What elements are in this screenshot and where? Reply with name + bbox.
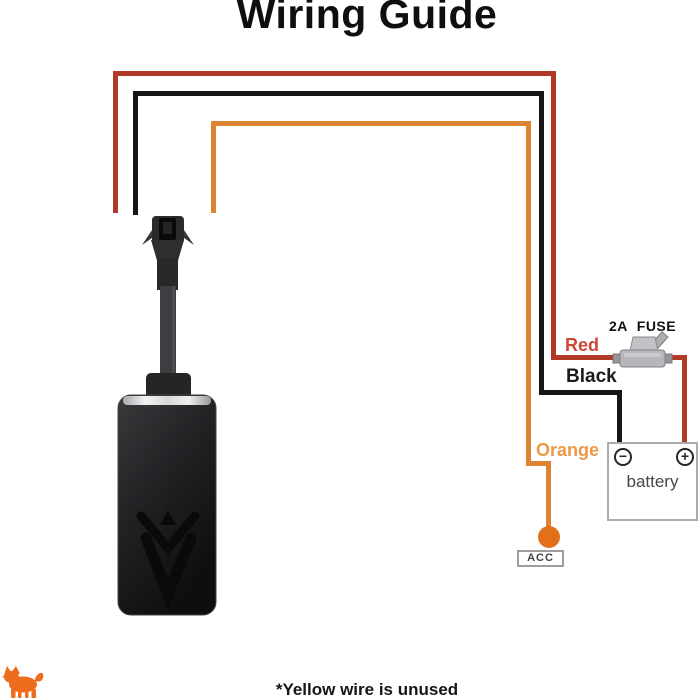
red-wire-label: Red [565, 335, 600, 355]
black-wire-left [133, 91, 138, 215]
red-wire-right [551, 71, 556, 360]
device-logo-icon [136, 510, 200, 609]
black-wire-top [133, 91, 544, 96]
orange-wire-to-acc [546, 461, 551, 531]
black-wire-mid [539, 390, 622, 395]
orange-wire-top [211, 121, 531, 126]
battery-box: − + battery [607, 442, 698, 521]
black-wire-right [539, 91, 544, 395]
orange-wire-label: Orange [536, 440, 600, 460]
battery-label: battery [626, 472, 679, 491]
black-wire-to-battery [617, 390, 622, 443]
orange-wire-left [211, 121, 216, 213]
gps-tracker-device [117, 216, 217, 616]
tracker-body [117, 394, 217, 616]
battery-plus-terminal: + [676, 448, 694, 466]
orange-wire-right [526, 121, 531, 466]
red-wire-left [113, 71, 118, 213]
minus-icon: − [618, 448, 628, 464]
connector-plug-icon [142, 216, 194, 401]
plus-icon: + [680, 448, 690, 464]
fuse-icon [612, 331, 673, 368]
fuse-label: 2A FUSE [609, 318, 677, 334]
footnote-text: *Yellow wire is unused [275, 680, 459, 699]
red-wire-to-battery [682, 355, 687, 443]
black-wire-label: Black [566, 366, 617, 387]
dog-icon [2, 666, 44, 698]
brand-dog-logo-icon [2, 666, 44, 698]
acc-label: ACC [517, 550, 564, 567]
acc-wire-dot [538, 526, 560, 548]
battery-minus-terminal: − [614, 448, 632, 466]
red-wire-top [113, 71, 556, 76]
orange-wire-jog [526, 461, 551, 466]
page-title: Wiring Guide [236, 0, 498, 37]
